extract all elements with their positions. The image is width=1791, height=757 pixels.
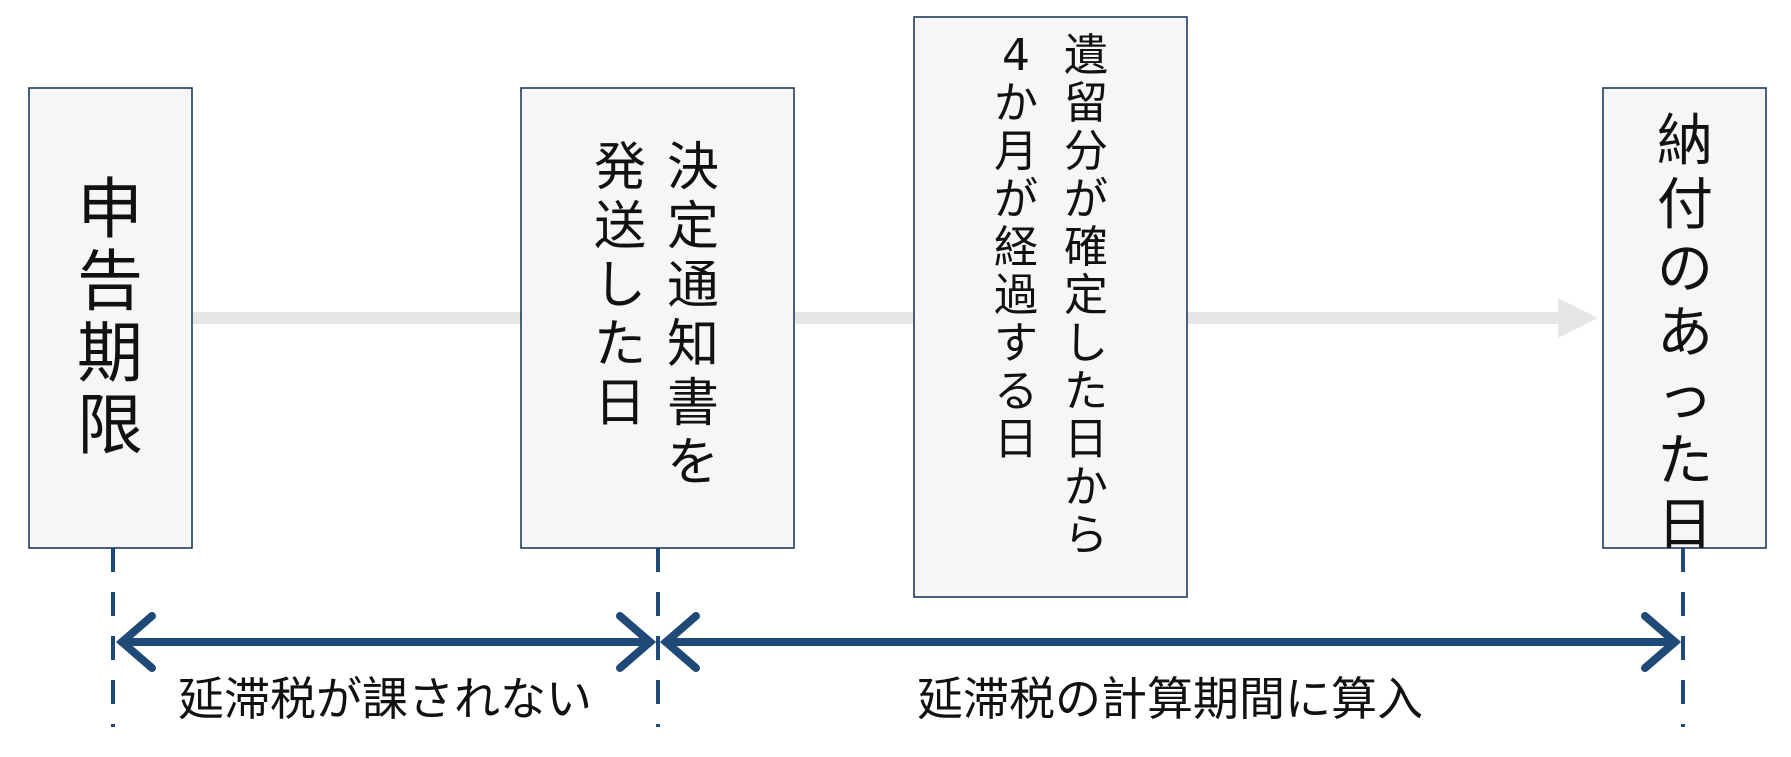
milestone-payment: 納付のあった日 — [1602, 87, 1767, 558]
milestone-box — [520, 87, 795, 549]
period-arrow-delinquency — [659, 612, 1682, 672]
milestone-box — [28, 87, 193, 549]
timeline-arrowhead — [1558, 298, 1598, 338]
milestone-box — [1602, 87, 1767, 549]
milestone-box — [913, 16, 1188, 598]
milestone-text-column: 発送した日 — [594, 138, 646, 434]
milestone-label: 申告期限 — [77, 171, 143, 464]
milestone-text-column: 申告期限 — [77, 171, 143, 464]
milestone-text-column: 決定通知書を — [667, 138, 719, 493]
milestone-text-column: 遺留分が確定した日から — [1064, 30, 1108, 561]
milestone-label: 納付のあった日 — [1657, 109, 1713, 558]
period-label-no-delinquency: 延滞税が課されない — [178, 672, 592, 726]
milestone-text-column: 納付のあった日 — [1657, 109, 1713, 558]
period-label-delinquency: 延滞税の計算期間に算入 — [917, 672, 1423, 726]
period-arrow-no-delinquency — [115, 612, 657, 672]
milestone-deadline: 申告期限 — [28, 87, 193, 549]
